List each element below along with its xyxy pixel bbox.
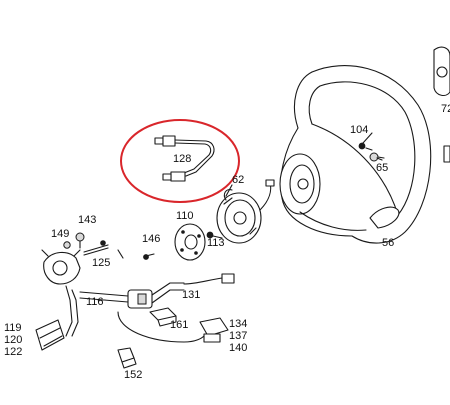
callout-134: 134 bbox=[229, 318, 247, 330]
callout-119: 119 bbox=[4, 322, 22, 334]
part-72 bbox=[433, 46, 450, 97]
callout-120: 120 bbox=[4, 334, 22, 346]
washer bbox=[63, 241, 71, 249]
connector-161 bbox=[149, 307, 177, 327]
steering-wheel bbox=[279, 65, 432, 244]
callout-72: 72 bbox=[441, 103, 450, 115]
highlight-circle bbox=[120, 119, 240, 203]
callout-128: 128 bbox=[173, 153, 191, 165]
lever-stalk bbox=[65, 282, 185, 337]
small-screw bbox=[143, 253, 155, 260]
callout-152: 152 bbox=[124, 369, 142, 381]
switch-disc bbox=[174, 223, 206, 261]
wiring-harness bbox=[154, 135, 215, 182]
pin bbox=[83, 240, 109, 256]
connector-134 bbox=[117, 311, 229, 343]
callout-125: 125 bbox=[92, 257, 110, 269]
callout-110: 110 bbox=[176, 210, 194, 222]
cable-131 bbox=[183, 273, 235, 285]
callout-122: 122 bbox=[4, 346, 22, 358]
callout-131: 131 bbox=[182, 289, 200, 301]
callout-161: 161 bbox=[170, 319, 188, 331]
callout-149: 149 bbox=[51, 228, 69, 240]
callout-104: 104 bbox=[350, 124, 368, 136]
callout-146: 146 bbox=[142, 233, 160, 245]
switch-119 bbox=[35, 319, 65, 351]
callout-56: 56 bbox=[382, 237, 394, 249]
leader-lines bbox=[97, 132, 383, 301]
callout-137: 137 bbox=[229, 330, 247, 342]
combination-switch bbox=[41, 249, 81, 285]
callout-140: 140 bbox=[229, 342, 247, 354]
mounting-nut bbox=[369, 152, 385, 162]
contact-ring bbox=[216, 179, 275, 244]
callout-62: 62 bbox=[232, 174, 244, 186]
callout-65: 65 bbox=[376, 162, 388, 174]
fragment-right bbox=[443, 145, 450, 163]
screw bbox=[75, 232, 85, 249]
callout-113: 113 bbox=[207, 237, 225, 249]
bolt bbox=[206, 231, 223, 239]
horn-screw bbox=[358, 142, 373, 151]
clip-152 bbox=[117, 347, 137, 369]
callout-116: 116 bbox=[86, 296, 104, 308]
callout-143: 143 bbox=[78, 214, 96, 226]
